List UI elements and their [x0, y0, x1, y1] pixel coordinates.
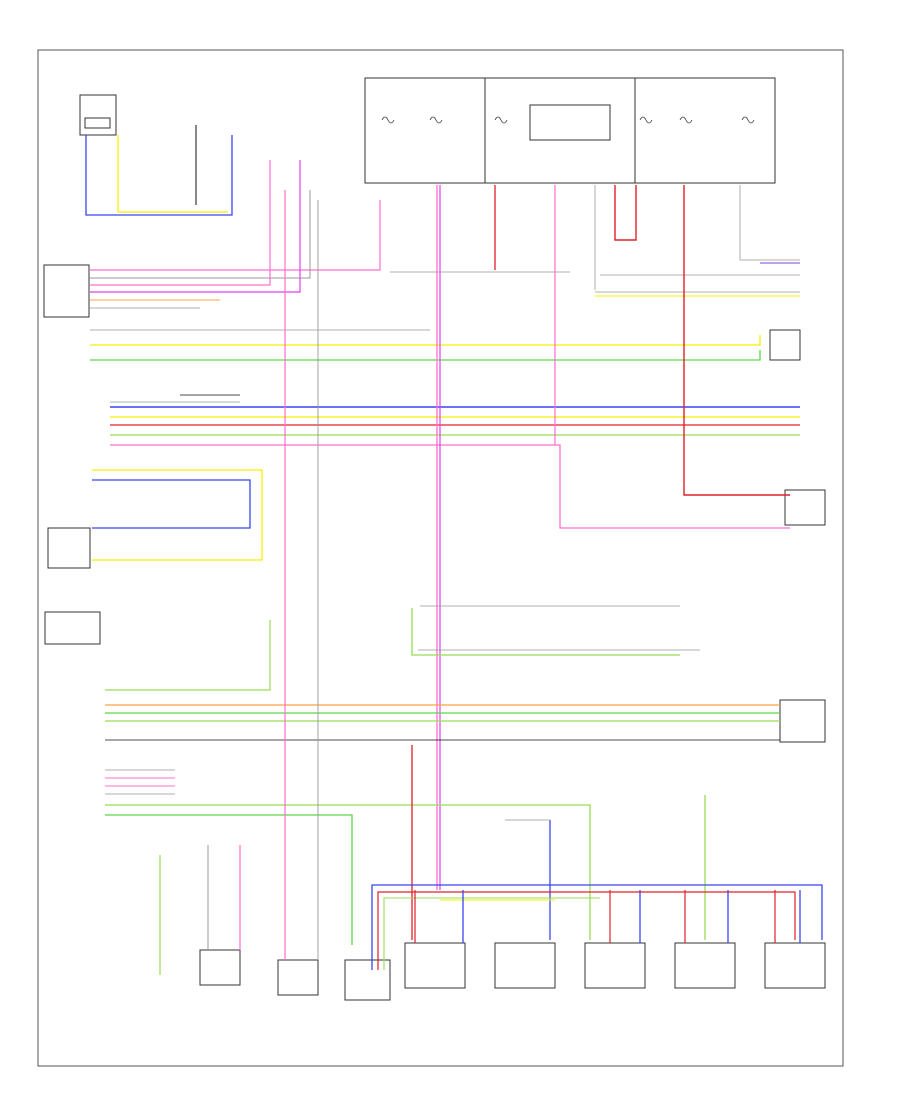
left-mid-module	[47, 527, 91, 569]
top-left-module	[79, 94, 117, 136]
wire-pink	[90, 160, 271, 286]
wire-red	[614, 185, 637, 241]
actuator-4	[674, 942, 736, 989]
right-connector-mid	[784, 489, 826, 526]
wire-blue	[85, 135, 233, 216]
wire-layer	[85, 125, 823, 975]
fuse-box-left	[364, 77, 486, 184]
diagram-frame	[37, 49, 844, 1067]
left-lower-module	[44, 611, 101, 645]
wire-lightgreen	[105, 804, 591, 940]
actuator-1	[404, 942, 466, 989]
relay-box	[529, 104, 611, 141]
wire-yellow	[92, 469, 263, 561]
actuator-5	[764, 942, 826, 989]
wire-lightgreen	[383, 897, 600, 970]
right-connector-lower	[779, 699, 826, 743]
wire-pink	[110, 444, 790, 529]
wire-red	[683, 185, 790, 496]
wire-lightgreen	[411, 608, 680, 656]
wire-yellow	[117, 135, 228, 213]
fuse-symbols	[381, 116, 755, 124]
right-connector-top	[769, 329, 801, 361]
wire-gray	[90, 190, 311, 279]
sensor-bottom-1	[199, 949, 241, 986]
fuse-box-right	[634, 77, 776, 184]
wire-green	[90, 350, 761, 361]
left-connector-block	[43, 264, 90, 318]
wire-blue	[371, 884, 823, 970]
sensor-bottom-3	[344, 959, 391, 1001]
wire-blue	[92, 479, 251, 529]
actuator-2	[494, 942, 556, 989]
actuator-3	[584, 942, 646, 989]
wire-gray	[739, 185, 800, 261]
wire-magenta	[90, 160, 301, 293]
wire-red	[377, 891, 796, 970]
sensor-bottom-2	[277, 959, 319, 996]
wire-lightgreen	[105, 620, 271, 691]
wire-pink	[90, 200, 381, 271]
ground-box	[84, 117, 111, 129]
wire-green	[105, 814, 353, 945]
wire-yellow	[90, 335, 761, 346]
